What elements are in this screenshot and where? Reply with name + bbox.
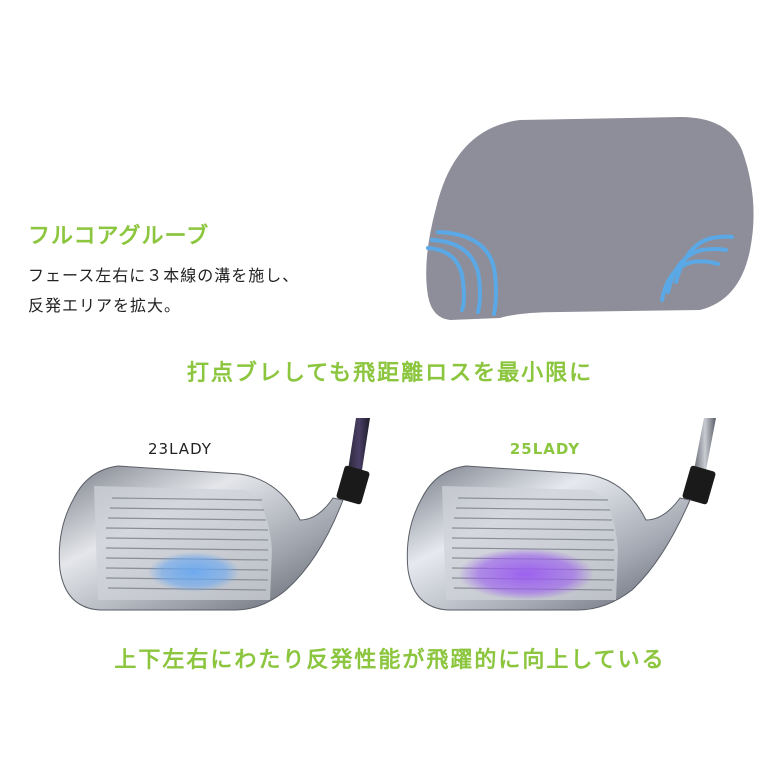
right-groove-lines [660,234,734,302]
left-groove-lines [426,230,498,316]
ferrule-23lady [336,465,370,505]
shaft-23lady [348,418,370,470]
headline: 打点ブレしても飛距離ロスを最小限に [186,361,594,386]
feature-title: フルコアグルーブ [28,224,210,249]
sweet-spot-25lady [458,548,594,600]
clubface-shape [426,117,754,320]
conclusion-text: 上下左右にわたり反発性能が飛躍的に向上している [114,648,666,673]
model-label-23lady: 23LADY [148,440,212,458]
ferrule-25lady [682,465,716,505]
feature-description-line2: 反発エリアを拡大。 [28,296,182,315]
model-label-25lady: 25LADY [509,440,581,458]
sweet-spot-23lady [148,552,240,592]
feature-description-line1: フェース左右に３本線の溝を施し、 [28,266,300,285]
shaft-25lady [694,418,716,470]
